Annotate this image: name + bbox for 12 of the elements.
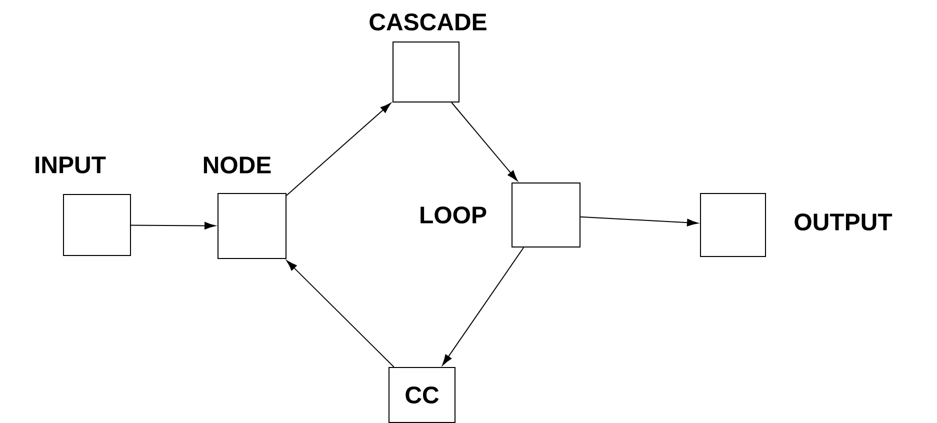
arrow bbox=[442, 247, 524, 366]
arrow bbox=[286, 260, 394, 368]
box-heading: INPUT bbox=[36, 156, 106, 174]
box-heading: LOOP bbox=[420, 206, 486, 224]
arrow bbox=[286, 102, 392, 196]
arrow bbox=[130, 222, 216, 230]
box-heading: NODE bbox=[204, 156, 271, 174]
process-box: CC bbox=[388, 367, 456, 423]
box-heading: OUTPUT bbox=[794, 214, 892, 230]
arrow bbox=[451, 102, 518, 182]
box-heading: CASCADE bbox=[370, 14, 486, 30]
arrow bbox=[580, 216, 698, 226]
